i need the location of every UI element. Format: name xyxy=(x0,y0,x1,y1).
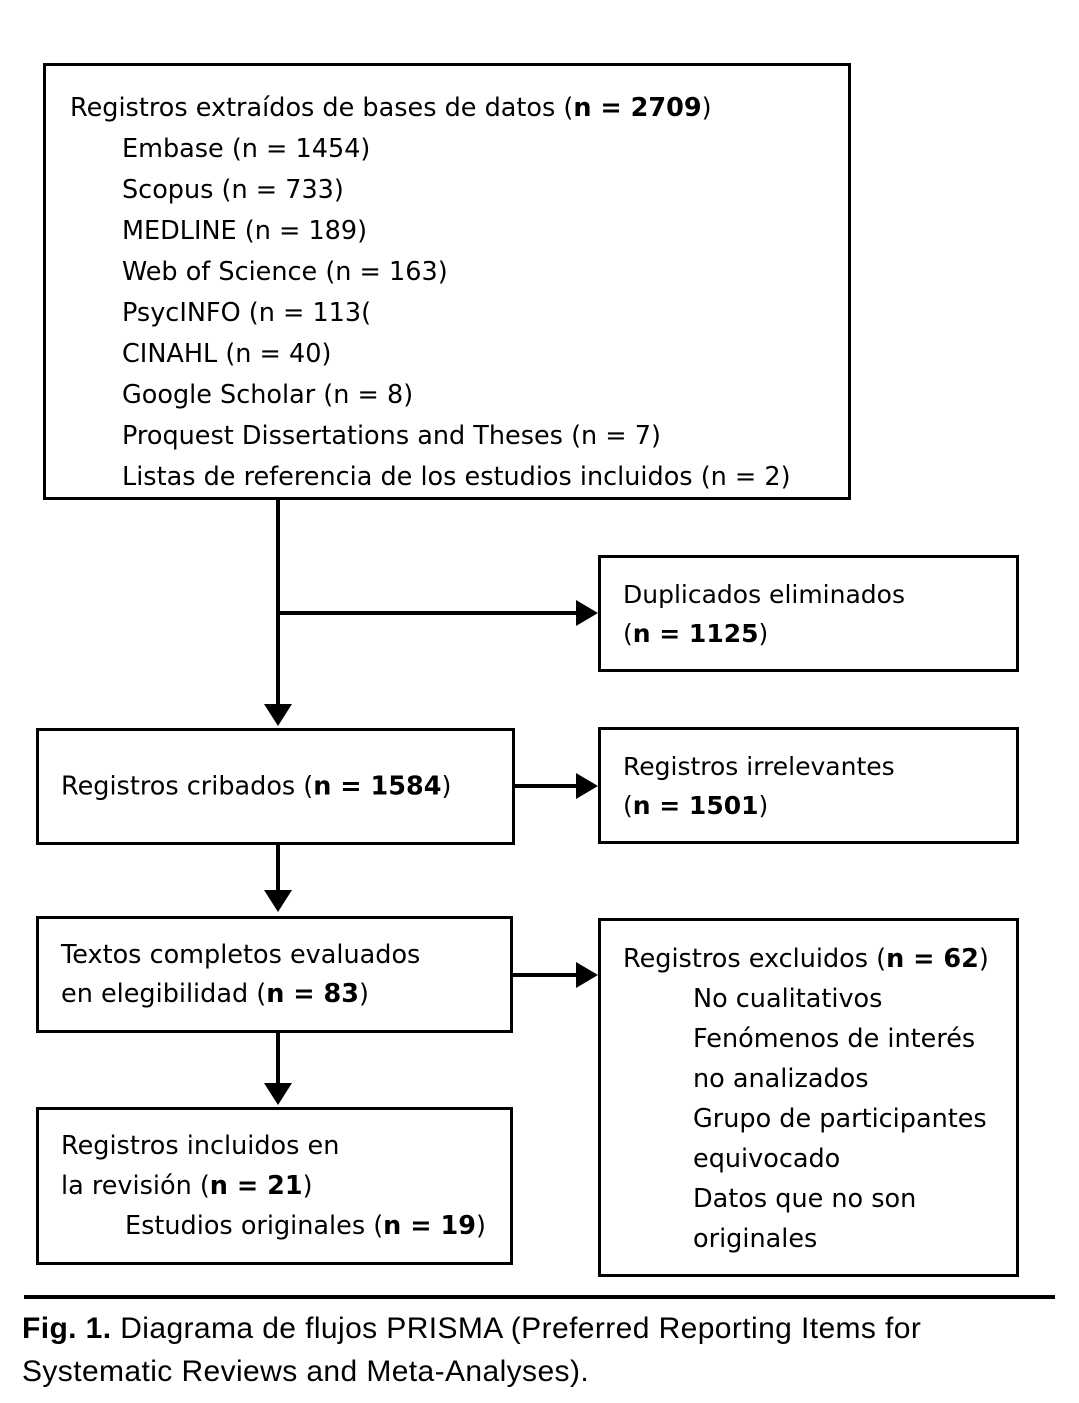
box-records-identified-content: Registros extraídos de bases de datos (n… xyxy=(46,66,848,498)
box-duplicates-removed: Duplicados eliminados (n = 1125) xyxy=(598,555,1019,672)
connector-screened-to-fulltext-line xyxy=(276,845,280,892)
box-records-excluded-content: Registros excluidos (n = 62) No cualitat… xyxy=(601,921,1016,1259)
box-records-irrelevant-content: Registros irrelevantes (n = 1501) xyxy=(601,747,1016,825)
box-records-screened-content: Registros cribados (n = 1584) xyxy=(39,767,512,806)
connector-screened-to-irrelevant-line xyxy=(515,784,576,788)
box-records-included: Registros incluidos en la revisión (n = … xyxy=(36,1107,513,1265)
connector-fulltext-to-included-line xyxy=(276,1033,280,1085)
box-records-excluded: Registros excluidos (n = 62) No cualitat… xyxy=(598,918,1019,1277)
exclusion-reason: Grupo de participantes xyxy=(693,1104,987,1134)
exclusion-reason: Fenómenos de interés xyxy=(693,1024,976,1054)
figure-caption-text: Diagrama de flujos PRISMA (Preferred Rep… xyxy=(22,1312,922,1388)
box-duplicates-removed-content: Duplicados eliminados (n = 1125) xyxy=(601,575,1016,653)
caption-divider xyxy=(24,1295,1055,1299)
duplicates-count: (n = 1125) xyxy=(623,618,769,648)
source-item: CINAHL (n = 40) xyxy=(122,339,332,369)
connector-sources-to-duplicates-arrowhead xyxy=(576,600,598,626)
records-identified-title: Registros extraídos de bases de datos (n… xyxy=(70,93,712,123)
source-item: PsycINFO (n = 113( xyxy=(122,298,372,328)
included-count: la revisión (n = 21) xyxy=(61,1171,313,1201)
figure-caption: Fig. 1. Diagrama de flujos PRISMA (Prefe… xyxy=(22,1307,1062,1393)
connector-sources-to-screened-line xyxy=(276,500,280,706)
source-item: Google Scholar (n = 8) xyxy=(122,380,414,410)
excluded-title: Registros excluidos (n = 62) xyxy=(623,944,989,974)
source-item: Web of Science (n = 163) xyxy=(122,257,448,287)
irrelevant-count: (n = 1501) xyxy=(623,790,769,820)
exclusion-reason: No cualitativos xyxy=(693,984,883,1014)
exclusion-reason: Datos que no son xyxy=(693,1184,917,1214)
records-screened-label: Registros cribados (n = 1584) xyxy=(61,771,452,801)
included-original-studies: Estudios originales (n = 19) xyxy=(125,1211,486,1241)
connector-screened-to-fulltext-arrowhead xyxy=(264,890,292,912)
box-records-included-content: Registros incluidos en la revisión (n = … xyxy=(39,1126,510,1246)
connector-sources-to-screened-arrowhead xyxy=(264,704,292,726)
exclusion-reason: equivocado xyxy=(693,1144,841,1174)
source-item: MEDLINE (n = 189) xyxy=(122,216,368,246)
duplicates-label: Duplicados eliminados xyxy=(623,579,905,609)
box-fulltext-assessed-content: Textos completos evaluados en elegibilid… xyxy=(39,936,510,1014)
box-fulltext-assessed: Textos completos evaluados en elegibilid… xyxy=(36,916,513,1033)
fulltext-count: en elegibilidad (n = 83) xyxy=(61,978,369,1009)
irrelevant-label: Registros irrelevantes xyxy=(623,751,895,781)
source-item: Listas de referencia de los estudios inc… xyxy=(122,462,791,492)
source-item: Embase (n = 1454) xyxy=(122,134,371,164)
included-label: Registros incluidos en xyxy=(61,1131,340,1161)
source-item: Scopus (n = 733) xyxy=(122,175,344,205)
exclusion-reason: no analizados xyxy=(693,1064,869,1094)
connector-sources-to-duplicates-line xyxy=(276,611,576,615)
fulltext-label: Textos completos evaluados xyxy=(61,939,421,970)
connector-fulltext-to-excluded-line xyxy=(513,973,576,977)
box-records-irrelevant: Registros irrelevantes (n = 1501) xyxy=(598,727,1019,844)
connector-fulltext-to-excluded-arrowhead xyxy=(576,962,598,988)
box-records-screened: Registros cribados (n = 1584) xyxy=(36,728,515,845)
source-item: Proquest Dissertations and Theses (n = 7… xyxy=(122,421,661,451)
exclusion-reason: originales xyxy=(693,1224,818,1254)
connector-screened-to-irrelevant-arrowhead xyxy=(576,773,598,799)
figure-number: Fig. 1. xyxy=(22,1312,112,1345)
connector-fulltext-to-included-arrowhead xyxy=(264,1083,292,1105)
box-records-identified: Registros extraídos de bases de datos (n… xyxy=(43,63,851,500)
